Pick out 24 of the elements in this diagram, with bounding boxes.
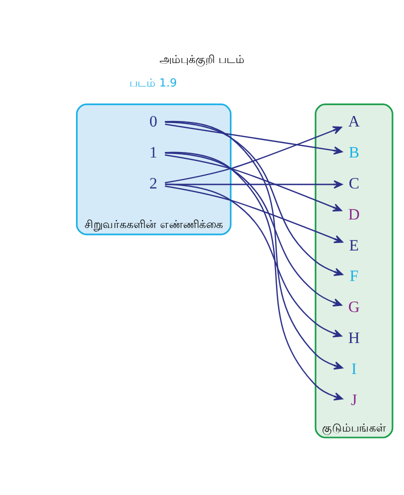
caption: படம் 1.9	[130, 76, 177, 90]
node-text: C	[348, 175, 360, 192]
node-text: 1	[149, 144, 158, 162]
node-text: 0	[149, 114, 158, 131]
node-text: G	[348, 299, 360, 316]
node-text: H	[348, 330, 360, 348]
arrow	[164, 152, 342, 306]
arrow	[164, 186, 344, 244]
node-text: A	[348, 114, 360, 131]
node-text: E	[349, 237, 359, 254]
diagram-title: அம்புக்குறி படம்	[160, 53, 244, 66]
node-text: B	[348, 144, 360, 162]
arrow	[164, 154, 342, 212]
node-text: J	[350, 392, 358, 409]
arrow	[164, 152, 343, 401]
node-text: 2	[149, 175, 158, 192]
node-text: F	[350, 268, 358, 286]
node-text: D	[348, 206, 360, 224]
node-text: I	[351, 361, 357, 378]
arrow	[164, 126, 342, 184]
arrow	[164, 184, 342, 338]
arrow	[164, 122, 344, 276]
arrow	[164, 120, 343, 370]
arrow	[165, 124, 343, 155]
